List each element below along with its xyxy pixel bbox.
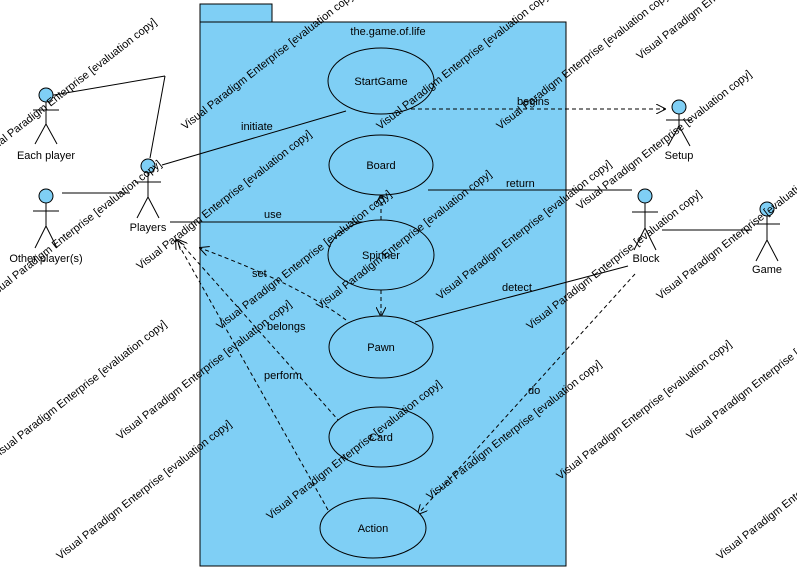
use-case-start-game[interactable]: StartGame — [327, 47, 435, 115]
set-line[interactable] — [200, 248, 347, 321]
actor-each-player[interactable]: Each player — [17, 87, 75, 162]
actor-each-player-label: Each player — [17, 150, 75, 162]
do-label: do — [528, 385, 540, 397]
perform-line[interactable] — [176, 240, 329, 511]
actor-players[interactable]: Players — [130, 158, 167, 234]
actor-other-players-label: Other player(s) — [9, 253, 82, 265]
use-case-action[interactable]: Action — [319, 497, 427, 559]
watermark-text: Visual Paradigm Enterprise [evaluation c… — [0, 318, 169, 462]
return-label: return — [506, 178, 535, 190]
use-case-board[interactable]: Board — [328, 134, 434, 196]
initiate-label: initiate — [241, 121, 273, 133]
set-label: set — [252, 268, 267, 280]
use-case-card-label: Card — [369, 432, 393, 444]
belongs-label: belongs — [267, 321, 306, 333]
actor-setup-label: Setup — [665, 150, 694, 162]
each-player-line-1[interactable] — [47, 75, 166, 97]
detect-line[interactable] — [414, 265, 629, 323]
actor-players-label: Players — [130, 222, 167, 234]
actor-other-players[interactable]: Other player(s) — [9, 188, 83, 265]
actor-game-label: Game — [752, 264, 782, 276]
actor-icon — [38, 188, 54, 204]
do-line[interactable] — [418, 273, 636, 514]
use-case-action-label: Action — [358, 523, 389, 535]
watermark-text: Visual Paradigm Enterprise [evaluation c… — [0, 16, 159, 160]
use-case-pawn[interactable]: Pawn — [328, 315, 434, 379]
begins-label: begins — [517, 96, 550, 108]
watermark-text: Visual Paradigm Enterprise [evaluation c… — [714, 418, 797, 562]
actor-setup[interactable]: Setup — [665, 99, 694, 162]
use-case-board-label: Board — [366, 160, 395, 172]
use-case-spinner[interactable]: Spinner — [327, 219, 435, 291]
actor-block-label: Block — [633, 253, 660, 265]
actor-icon — [637, 188, 653, 204]
package-tab — [199, 3, 273, 23]
package-name: the.game.of.life — [350, 26, 425, 38]
belongs-line[interactable] — [178, 240, 341, 423]
relation-labels: initiate begins return use set detect be… — [241, 96, 550, 397]
use-case-start-game-label: StartGame — [354, 76, 407, 88]
each-player-line-2[interactable] — [149, 75, 166, 159]
perform-label: perform — [264, 370, 302, 382]
initiate-line[interactable] — [161, 110, 347, 166]
use-label: use — [264, 209, 282, 221]
actor-game[interactable]: Game — [752, 201, 782, 276]
watermark-text: Visual Paradigm Enterprise [evaluation c… — [554, 338, 734, 482]
use-case-pawn-label: Pawn — [367, 342, 395, 354]
use-case-spinner-label: Spinner — [362, 250, 400, 262]
detect-label: detect — [502, 282, 532, 294]
use-case-card[interactable]: Card — [328, 406, 434, 468]
actor-icon — [671, 99, 687, 115]
watermark-text: Visual Paradigm Enterprise [evaluation c… — [574, 68, 754, 212]
relations — [47, 75, 752, 514]
actor-block[interactable]: Block — [632, 188, 660, 265]
